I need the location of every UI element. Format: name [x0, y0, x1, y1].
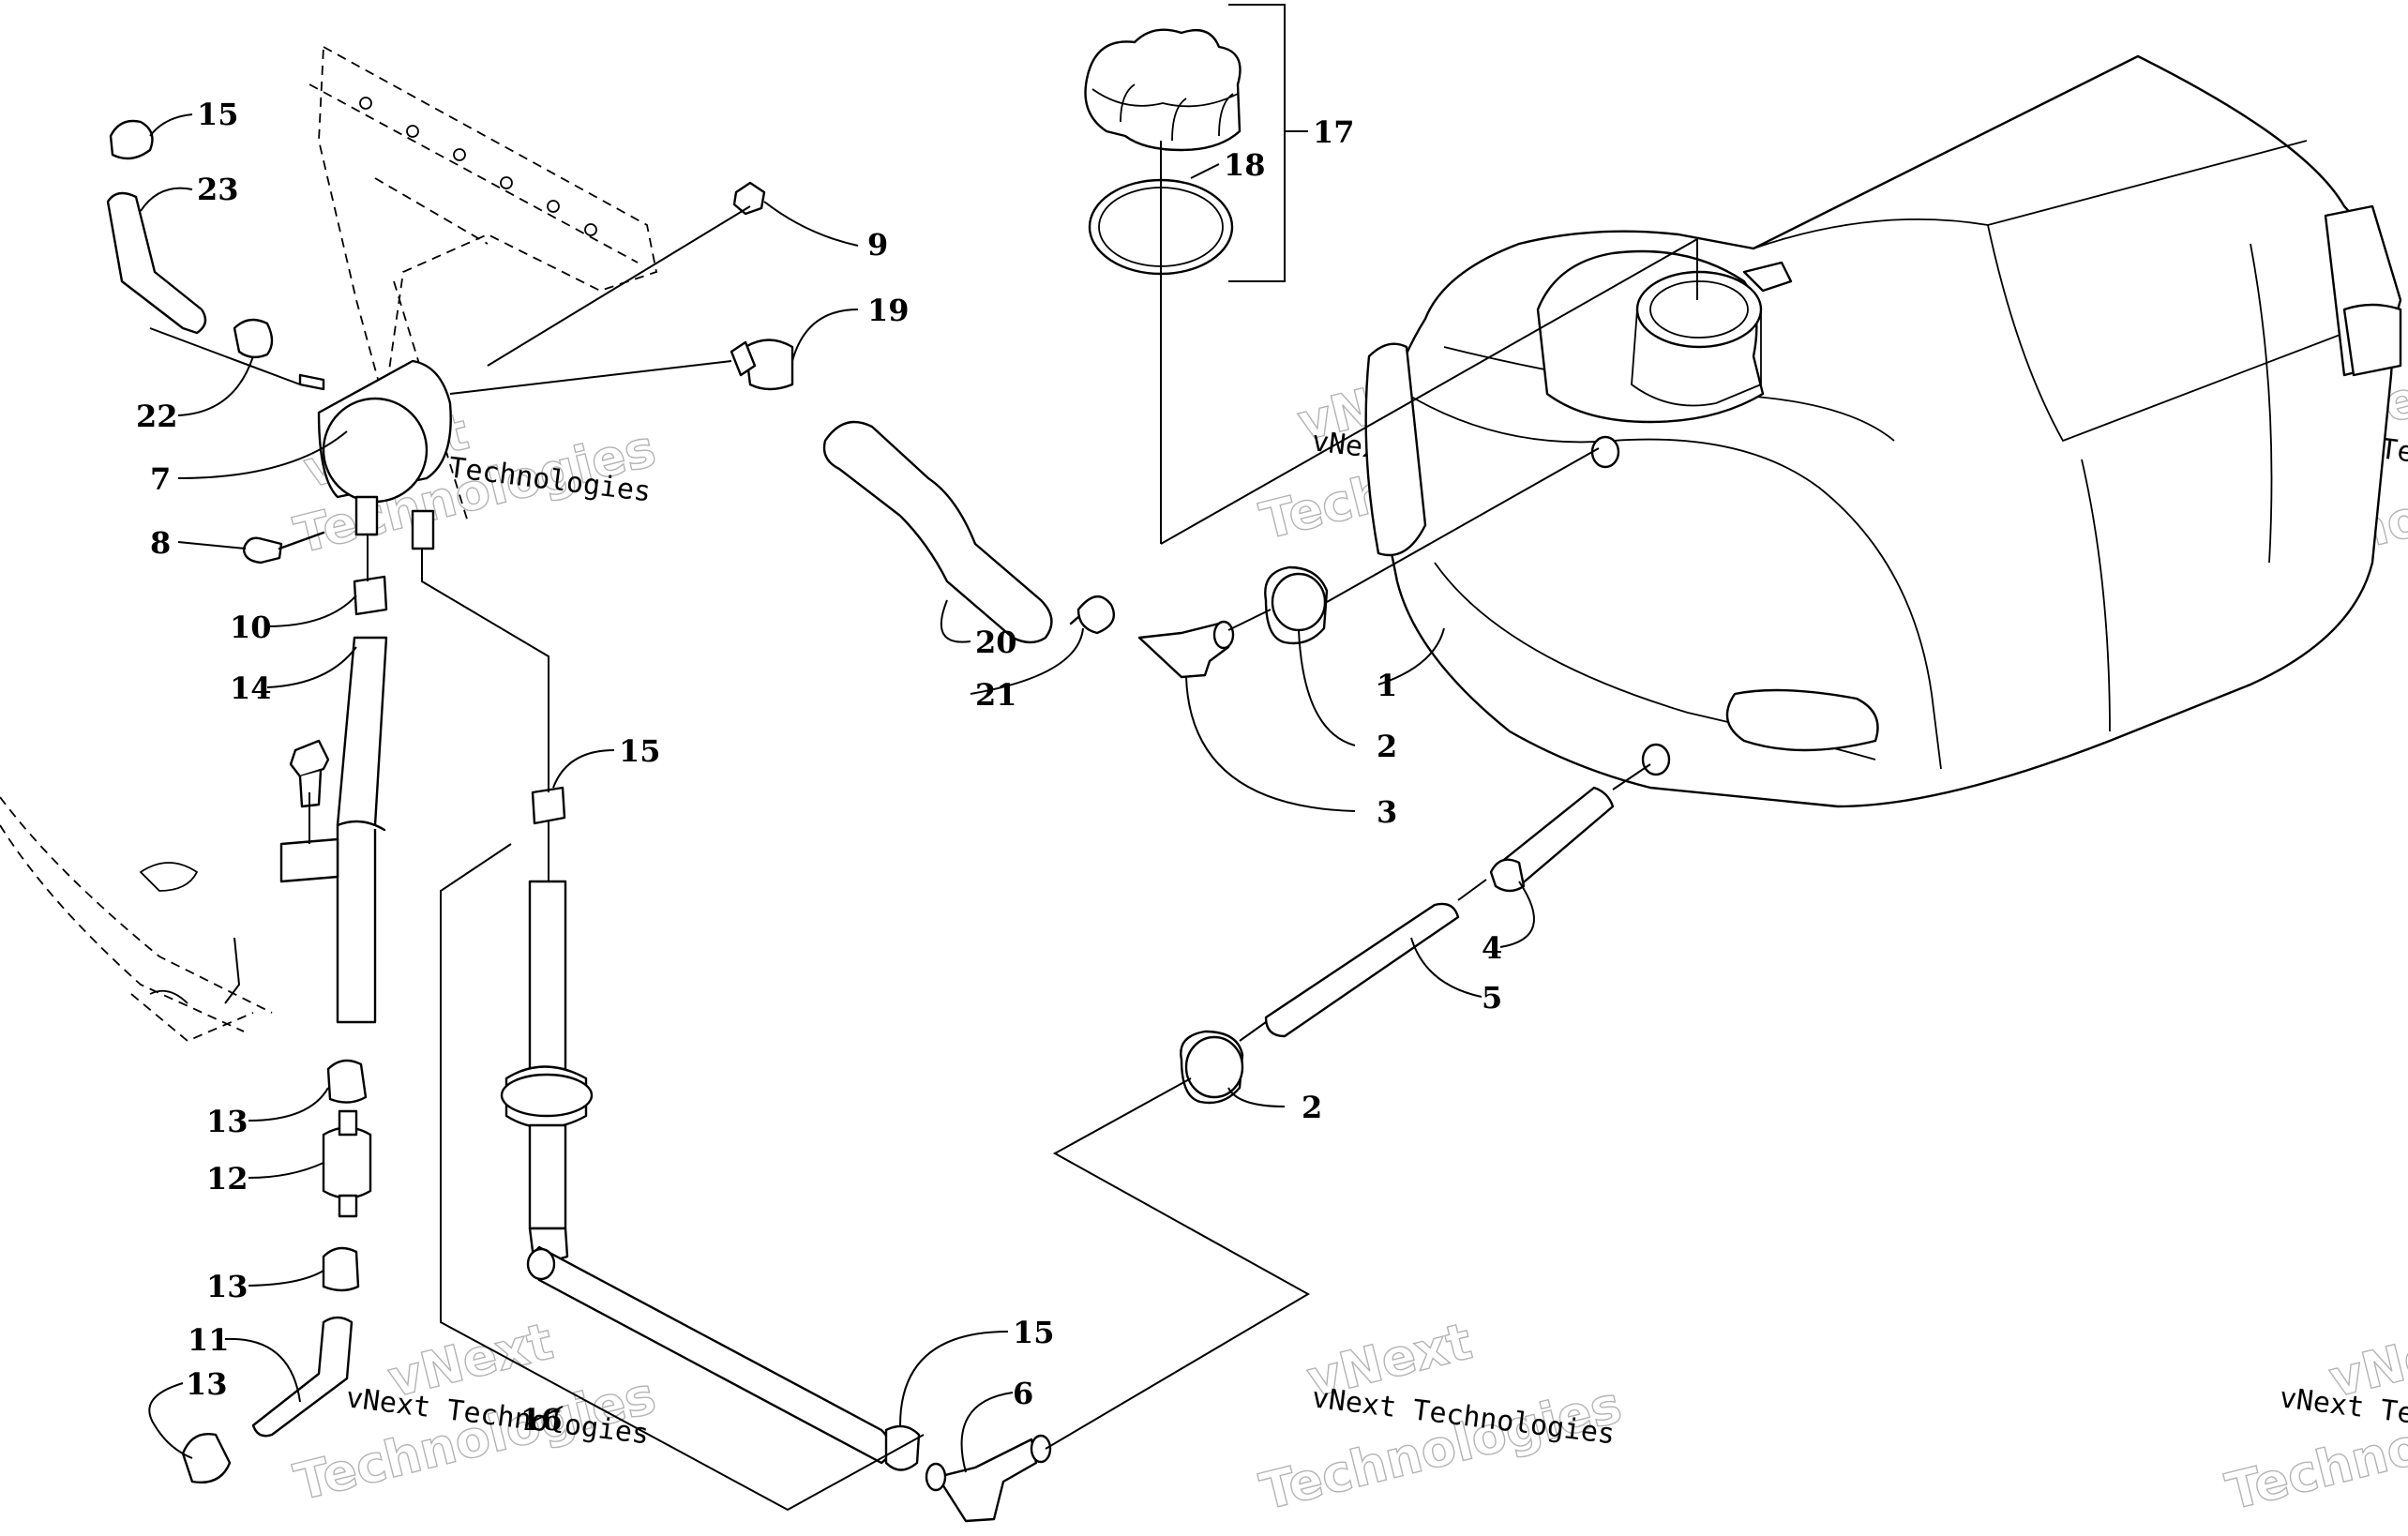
callout-13-middle: 13 — [206, 1269, 248, 1304]
fuel-pickup-4 — [1489, 786, 1615, 893]
callout-23: 23 — [197, 172, 239, 207]
callout-17: 17 — [1313, 114, 1355, 150]
hose-clamp-13-middle — [322, 1246, 360, 1292]
clamp-19 — [730, 339, 794, 391]
callout-9: 9 — [867, 227, 888, 263]
vent-hose-20 — [822, 420, 1053, 644]
hose-clamp-22 — [233, 318, 274, 359]
nut-9 — [732, 181, 766, 216]
hose-clamp-15-middle — [531, 786, 566, 825]
bolt-bracket — [279, 739, 339, 883]
callout-14: 14 — [230, 670, 272, 706]
fuel-tank — [1364, 54, 2402, 808]
fuel-filter-assembly — [500, 880, 893, 1465]
callout-3: 3 — [1377, 794, 1397, 830]
callout-6: 6 — [1013, 1376, 1033, 1411]
callout-18: 18 — [1224, 147, 1266, 183]
hose-clamp-15-top — [109, 119, 154, 160]
callout-16: 16 — [520, 1402, 563, 1438]
watermark-right-bottom: vNext Technologies vNext Technologies — [2220, 1311, 2408, 1523]
inline-filter-12 — [322, 1109, 372, 1218]
callout-4: 4 — [1482, 930, 1502, 966]
leader-lines — [140, 4, 1698, 1512]
frame-detail-dashed — [0, 796, 273, 1043]
callout-13-lower: 13 — [186, 1366, 228, 1402]
callout-12: 12 — [206, 1161, 248, 1197]
gas-cap — [1084, 28, 1242, 152]
hose-clamp-13-lower — [181, 1433, 232, 1483]
callout-22: 22 — [136, 399, 178, 434]
callout-8: 8 — [150, 525, 171, 561]
grommet-lower — [1180, 1030, 1244, 1105]
callout-15-top: 15 — [197, 97, 239, 132]
callout-5: 5 — [1482, 980, 1502, 1016]
callout-19: 19 — [867, 293, 910, 328]
callout-2-upper: 2 — [1377, 729, 1397, 764]
hose-14 — [336, 636, 388, 1024]
hose-clamp-21 — [1069, 595, 1116, 635]
callout-10: 10 — [230, 610, 272, 645]
hose-clamp-15-lower — [884, 1424, 921, 1471]
hose-clamp-13-upper — [326, 1059, 368, 1104]
callout-7: 7 — [150, 461, 171, 497]
callout-13-upper: 13 — [206, 1104, 248, 1139]
callout-15-lower: 15 — [1013, 1315, 1055, 1350]
hose-23 — [106, 191, 207, 335]
callout-11: 11 — [188, 1322, 230, 1358]
grommet-upper — [1264, 565, 1329, 645]
callout-15-middle: 15 — [619, 733, 661, 769]
elbow-fitting-6 — [925, 1434, 1052, 1523]
fuel-hose-5 — [1264, 902, 1460, 1038]
callout-labels: 1 2 2 3 4 5 6 7 8 9 10 11 12 13 13 13 14… — [136, 97, 1502, 1438]
hose-11 — [251, 1316, 354, 1438]
callout-1: 1 — [1377, 668, 1397, 703]
fuel-pump-7 — [298, 359, 452, 550]
elbow-fitting-3 — [1137, 620, 1235, 679]
watermark-center-bottom: vNext Technologies vNext Technologies — [1254, 1311, 1628, 1523]
callout-20: 20 — [975, 625, 1017, 660]
screw-8 — [242, 531, 325, 565]
hose-clamp-10 — [353, 575, 388, 616]
callout-21: 21 — [975, 677, 1017, 713]
callout-2-lower: 2 — [1302, 1090, 1322, 1125]
